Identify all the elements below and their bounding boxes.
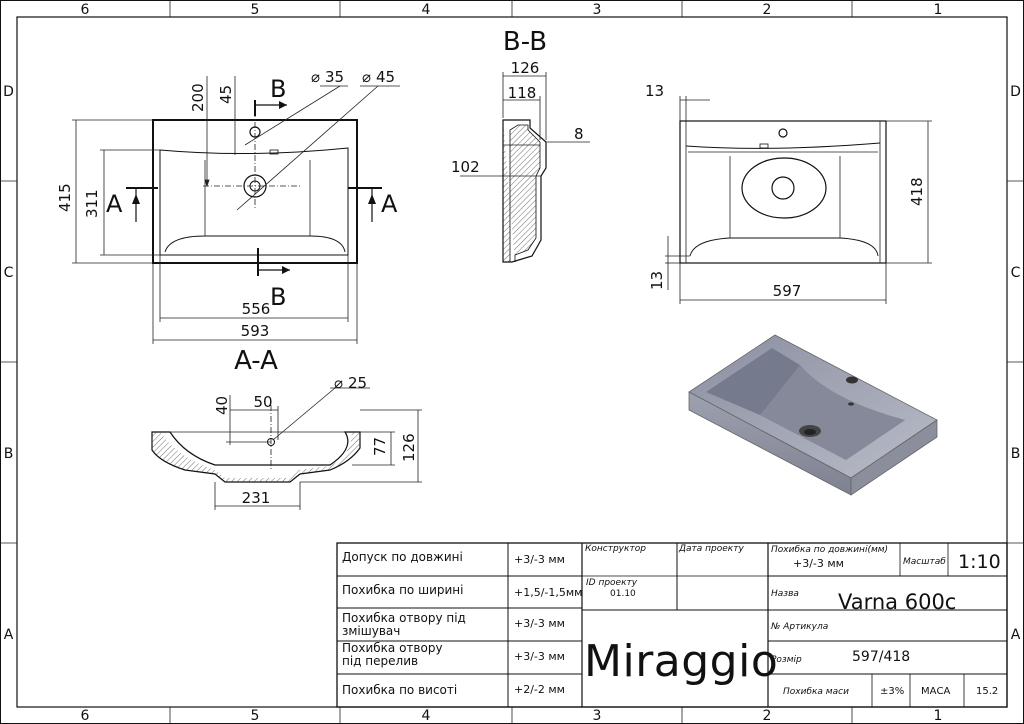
grid-row-label: A <box>1011 627 1021 643</box>
dim-13-bottom: 13 <box>648 271 666 290</box>
section-label-a: A <box>381 190 398 218</box>
grid-col-label: 4 <box>422 708 431 724</box>
tolerance-label: Похибка по ширині <box>342 583 463 597</box>
tolerance-value: +3/-3 мм <box>514 650 565 663</box>
section-label-a: A <box>106 190 123 218</box>
tolerance-label: Похибка по висоті <box>342 683 457 697</box>
section-aa-title: A-A <box>234 346 278 376</box>
grid-row-label: C <box>4 265 14 281</box>
dim-593: 593 <box>241 322 270 340</box>
scale-label: Масштаб <box>903 557 946 567</box>
project-date-label: Дата проекту <box>678 544 744 554</box>
tolerance-label: Похибка отвору під змішувач <box>342 611 470 638</box>
dim-diameter-45: 45 <box>376 68 395 86</box>
product-name: Varna 600c <box>838 590 956 614</box>
right-top-view-dims <box>665 96 932 304</box>
dim-311: 311 <box>83 189 101 218</box>
section-bb-dims <box>460 72 590 177</box>
grid-row-label: D <box>3 84 14 100</box>
dim-45: 45 <box>217 85 235 104</box>
section-aa-dims <box>214 387 422 510</box>
tolerance-value: +2/-2 мм <box>514 683 565 696</box>
dim-13-top: 13 <box>645 82 664 100</box>
dim-415: 415 <box>56 183 74 212</box>
grid-col-label: 5 <box>251 2 260 18</box>
section-bb-title: B-B <box>503 27 547 57</box>
tolerance-label-line: змішувач <box>342 624 400 638</box>
dim-231: 231 <box>242 489 271 507</box>
grid-col-label: 4 <box>422 2 431 18</box>
dim-diameter-45-symbol: ⌀ <box>362 68 371 86</box>
tolerance-label-line: під перелив <box>342 654 418 668</box>
tolerance-value: +3/-3 мм <box>514 617 565 630</box>
size-label: Розмір <box>771 655 802 665</box>
name-label: Назва <box>771 589 799 599</box>
length-tol-value: +3/-3 мм <box>793 557 844 570</box>
grid-col-label: 5 <box>251 708 260 724</box>
grid-row-label: D <box>1010 84 1021 100</box>
dim-diameter-35-symbol: ⌀ <box>311 68 320 86</box>
article-label: № Артикула <box>770 622 828 632</box>
grid-col-label: 6 <box>81 708 90 724</box>
dim-597: 597 <box>773 282 802 300</box>
section-label-b: B <box>270 75 286 103</box>
project-id-value: 01.10 <box>610 589 636 599</box>
grid-col-label: 2 <box>763 708 772 724</box>
brand-logo-text: Miraggio <box>584 636 778 687</box>
dim-126: 126 <box>511 59 540 77</box>
designer-label: Конструктор <box>585 544 646 554</box>
project-id-label: ID проекту <box>586 578 638 588</box>
dim-diameter-25-symbol: ⌀ <box>334 374 343 392</box>
section-marker-a <box>126 187 382 222</box>
bowl-outline <box>741 157 827 219</box>
mass-value: 15.2 <box>976 686 998 697</box>
section-marker-b <box>254 100 290 276</box>
dim-77: 77 <box>371 437 389 456</box>
tolerance-label-line: Похибка отвору під <box>342 611 466 625</box>
grid-col-label: 2 <box>763 2 772 18</box>
grid-col-label: 1 <box>934 2 943 18</box>
tolerance-label: Допуск по довжині <box>342 550 463 564</box>
top-view <box>152 100 358 264</box>
grid-col-label: 6 <box>81 2 90 18</box>
grid-col-label: 3 <box>593 708 602 724</box>
dim-126-height: 126 <box>400 433 418 462</box>
dim-50: 50 <box>253 393 272 411</box>
grid-col-label: 3 <box>593 2 602 18</box>
section-label-b: B <box>270 283 286 311</box>
size-value: 597/418 <box>852 649 910 665</box>
tolerance-label-line: Похибка отвору <box>342 641 443 655</box>
length-tol-label: Похибка по довжині(мм) <box>771 545 888 555</box>
right-top-view <box>679 120 887 264</box>
grid-row-label: B <box>4 446 14 462</box>
tolerance-value: +3/-3 мм <box>514 553 565 566</box>
grid-col-label: 1 <box>934 708 943 724</box>
tolerance-label: Похибка отвору під перелив <box>342 641 446 668</box>
grid-row-label: B <box>1011 446 1021 462</box>
top-view-dims <box>72 76 400 344</box>
mass-tol-value: ±3% <box>880 686 904 697</box>
scale-value: 1:10 <box>958 551 1001 573</box>
grid-row-label: C <box>1011 265 1021 281</box>
section-bb-view <box>502 119 547 263</box>
dim-102: 102 <box>451 158 480 176</box>
section-aa-view <box>151 405 361 483</box>
tolerance-value: +1,5/-1,5мм <box>514 586 582 599</box>
dim-556: 556 <box>242 300 271 318</box>
mass-tol-label: Похибка маси <box>783 687 849 697</box>
dim-118: 118 <box>508 84 537 102</box>
grid-row-label: A <box>4 627 14 643</box>
dim-8: 8 <box>574 125 584 143</box>
dim-418: 418 <box>908 177 926 206</box>
dim-200: 200 <box>189 83 207 112</box>
isometric-view <box>688 334 938 496</box>
title-block <box>336 542 1008 708</box>
dim-diameter-35: 35 <box>325 68 344 86</box>
dim-40: 40 <box>213 396 231 415</box>
dim-diameter-25: 25 <box>348 374 367 392</box>
mass-label: МАСА <box>921 686 950 697</box>
